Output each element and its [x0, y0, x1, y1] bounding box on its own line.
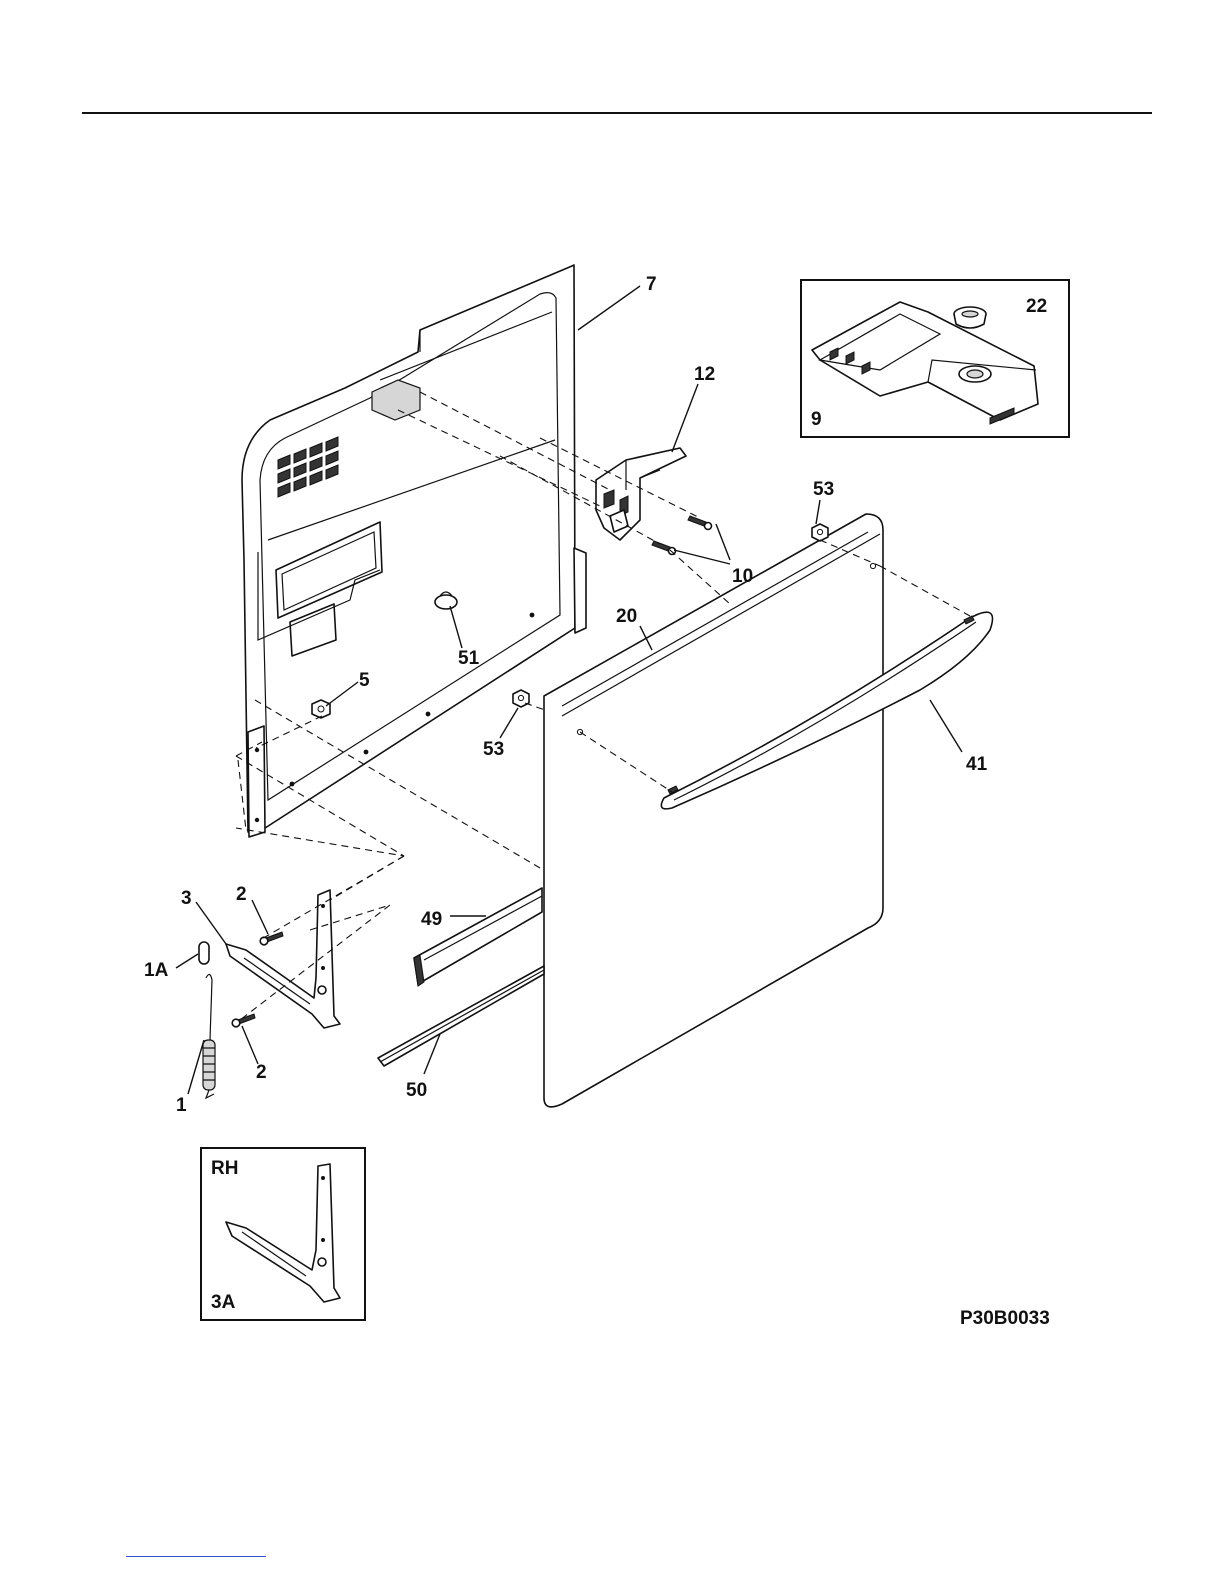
label-12: 12	[694, 364, 715, 385]
label-3: 3	[181, 888, 192, 909]
part-1-spring	[203, 974, 215, 1098]
label-1a: 1A	[144, 960, 169, 981]
label-50: 50	[406, 1080, 427, 1101]
part-22-cap	[954, 307, 986, 328]
part-1a-clip	[199, 942, 209, 964]
label-53-left: 53	[483, 739, 504, 760]
label-rh: RH	[211, 1158, 238, 1179]
label-2-bottom: 2	[256, 1062, 267, 1083]
label-53-right: 53	[813, 479, 834, 500]
label-49: 49	[421, 909, 442, 930]
label-2-top: 2	[236, 884, 247, 905]
label-41: 41	[966, 754, 988, 775]
part-12-latch	[596, 448, 686, 540]
label-3a: 3A	[211, 1292, 236, 1313]
label-5: 5	[359, 670, 370, 691]
label-51: 51	[458, 648, 480, 669]
label-20: 20	[616, 606, 637, 627]
drawing-code: P30B0033	[960, 1308, 1050, 1329]
label-7: 7	[646, 274, 657, 295]
part-49-strip	[414, 888, 542, 986]
inner-door-panel	[242, 265, 586, 837]
label-9: 9	[811, 409, 822, 430]
part-10-screws	[652, 516, 712, 555]
label-1: 1	[176, 1095, 187, 1116]
footer-line	[126, 1556, 266, 1557]
part-5-nut	[312, 700, 330, 718]
part-3-hinge-arm	[226, 890, 340, 1028]
label-10: 10	[732, 566, 753, 587]
part-50-strip	[378, 966, 544, 1066]
label-22: 22	[1026, 296, 1047, 317]
part-20-outer-door-panel	[544, 514, 883, 1107]
